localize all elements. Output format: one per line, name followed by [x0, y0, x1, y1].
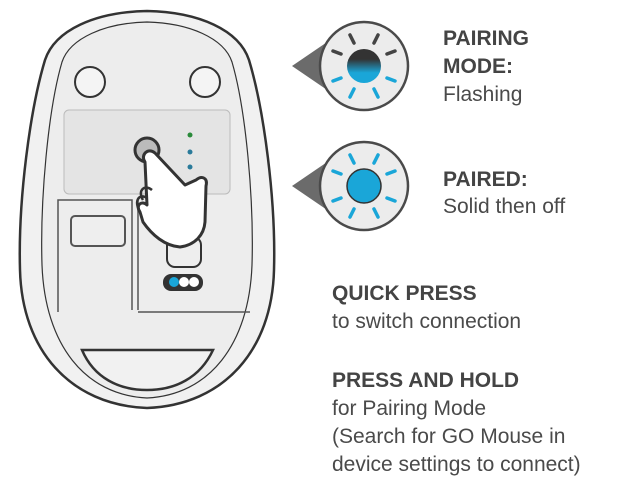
paired-title: PAIRED:: [443, 168, 528, 191]
press-hold-line3: device settings to connect): [332, 453, 581, 476]
pairing-mode-title-2: MODE:: [443, 55, 513, 78]
paired-callout: [292, 140, 410, 232]
paired-description: Solid then off: [443, 195, 566, 218]
pairing-mode-callout: [292, 20, 410, 112]
mouse-underside-icon: [18, 9, 276, 410]
press-hold-line1: for Pairing Mode: [332, 397, 487, 420]
quick-press-title: QUICK PRESS: [332, 282, 477, 305]
pointing-hand-icon: [135, 149, 208, 249]
pairing-mode-title: PAIRING: [443, 27, 529, 50]
press-hold-title: PRESS AND HOLD: [332, 369, 520, 392]
pairing-mode-description: Flashing: [443, 83, 523, 106]
press-hold-line2: (Search for GO Mouse in: [332, 425, 566, 448]
quick-press-description: to switch connection: [332, 310, 522, 333]
